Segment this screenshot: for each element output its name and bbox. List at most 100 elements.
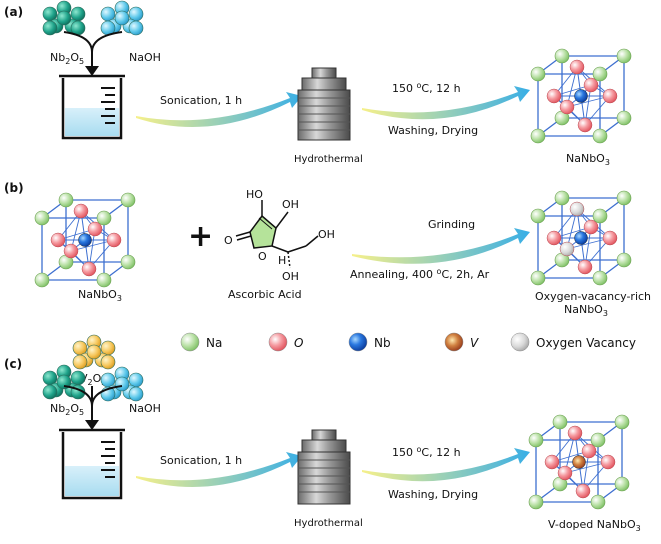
na-atom [616,252,632,268]
o-atom [87,221,103,237]
down-arrowhead-c [85,420,99,430]
autoclave-c [297,429,351,505]
naoh-cluster [100,0,144,36]
panel-c-label: (c) [4,357,22,371]
o-atom [583,77,599,93]
na-atom [590,494,606,510]
legend-swatch [180,332,200,352]
bead [42,20,58,36]
mol-oh-bottom: OH [282,270,299,283]
reactant-label-b: NaNbO3 [78,288,122,303]
arrow-hydrothermal-c [362,448,530,482]
nb2o5-label-c: Nb2O5 [50,402,84,417]
legend-swatch [510,332,530,352]
bead [114,10,130,26]
bead [86,344,102,360]
na-atom [120,192,136,208]
o-atom [575,483,591,499]
na-atom [592,208,608,224]
o-atom [546,230,562,246]
nb-atom [78,233,92,247]
bead [100,354,116,370]
o-atom [577,259,593,275]
nb2o5-cluster-c [42,364,86,400]
nb-atom [574,231,588,245]
bead [128,20,144,36]
crystal-lattice-a [530,48,632,144]
o-atom [557,465,573,481]
na-atom [614,414,630,430]
arrow-label-wash-a: Washing, Drying [388,124,478,137]
nb2o5-cluster [42,0,86,36]
legend-swatch [268,332,288,352]
o-atom [50,232,66,248]
na-atom [530,270,546,286]
arrow-hydrothermal-a [362,86,530,120]
octahedron-edge [566,95,611,108]
na-atom [592,66,608,82]
o-atom [569,59,585,75]
na-atom [552,414,568,430]
plus-sign: + [188,219,213,254]
arrow-label-temp-a: 150 oC, 12 h [392,81,461,95]
na-atom [592,270,608,286]
o-atom [546,88,562,104]
crystal-lattice-b-start [34,192,136,288]
legend-swatch [348,332,368,352]
panel-b-label: (b) [4,181,24,195]
na-atom [616,48,632,64]
mol-ho: HO [246,188,263,201]
atom-legend: Na O Nb V Oxygen Vacancy [180,332,636,352]
o-atom [106,232,122,248]
arrow-sonication-c [136,452,302,487]
na-atom [34,210,50,226]
product-label-c: V-doped NaNbO3 [548,518,641,533]
hydrothermal-label-c: Hydrothermal [294,518,363,529]
merge-connector [63,31,123,53]
na-atom [554,48,570,64]
legend-label: V [470,336,479,350]
hydrothermal-label-a: Hydrothermal [294,154,363,165]
na-atom [96,210,112,226]
legend-label: O [294,336,303,350]
mol-oh-right: OH [318,228,335,241]
naoh-cluster-c [100,366,144,402]
bead [56,374,72,390]
na-atom [530,128,546,144]
bead [72,354,88,370]
na-atom [530,66,546,82]
na-atom [96,272,112,288]
mol-h: H [278,254,286,267]
na-atom [34,272,50,288]
oxygen-vacancy [569,201,585,217]
o-atom [559,99,575,115]
bead [128,386,144,402]
arrow-sonication-a [136,92,302,127]
octahedron-edge [564,461,609,474]
v2o5-cluster [72,334,116,370]
na-atom [120,254,136,270]
bead [56,10,72,26]
additive-label: Ascorbic Acid [228,288,302,301]
mol-oh-top: OH [282,198,299,211]
beaker [59,74,125,140]
legend-label: Oxygen Vacancy [536,336,636,350]
o-atom [544,454,560,470]
legend-label: Nb [374,336,391,350]
octahedron-edge [70,239,115,252]
arrow-annealing-b [352,228,530,264]
naoh-label-c: NaOH [129,402,161,415]
arrow-label-grinding: Grinding [428,218,475,231]
na-atom [528,432,544,448]
legend-label: Na [206,336,222,350]
beaker-c [59,428,125,500]
arrow-label-wash-c: Washing, Drying [388,488,478,501]
na-atom [592,128,608,144]
down-arrowhead [85,66,99,76]
na-atom [528,494,544,510]
ascorbic-acid-structure [235,200,319,269]
na-atom [554,190,570,206]
bead [42,384,58,400]
